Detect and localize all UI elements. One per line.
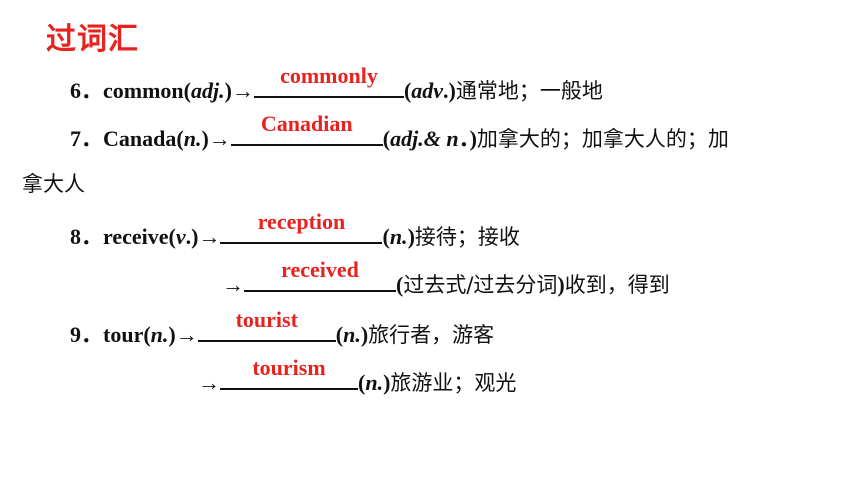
vocab-item-8-second: → received (过去式/过去分词)收到，得到 [222, 257, 670, 299]
answer-blank[interactable]: tourism [220, 355, 358, 390]
arrow: )→ [224, 78, 254, 103]
answer-blank[interactable]: commonly [253, 63, 404, 98]
paren-open: ( [396, 272, 404, 297]
part-of-speech: n. [365, 370, 384, 395]
arrow: .)→ [185, 224, 221, 249]
answer-text: reception [257, 209, 346, 234]
meaning: 通常地；一般地 [455, 79, 603, 103]
paren-open: ( [358, 370, 366, 395]
arrow: → [222, 272, 244, 297]
paren-close: ) [360, 322, 369, 347]
arrow: → [198, 370, 220, 395]
base-word: receive( [103, 224, 176, 249]
paren-close: ) [383, 370, 391, 395]
part-of-speech: adv [411, 78, 444, 103]
vocab-item-8: 8．receive(v.)→ reception (n.)接待；接收 [70, 209, 520, 251]
part-of-speech: adj.& n [390, 126, 459, 151]
meaning-continued: 拿大人 [22, 172, 85, 196]
item-number: 8． [70, 224, 104, 249]
paren-open: ( [382, 126, 391, 151]
vocab-item-6: 6．common(adj.)→ commonly (adv.)通常地；一般地 [70, 63, 603, 105]
meaning: 旅行者，游客 [368, 323, 495, 347]
base-word: tour( [103, 322, 151, 347]
tense-note: 过去式/过去分词 [403, 273, 558, 297]
part-of-speech: v [175, 224, 186, 249]
arrow: )→ [201, 126, 231, 151]
meaning: 接待；接收 [414, 225, 520, 249]
paren-close: ) [407, 224, 415, 249]
part-of-speech: n. [150, 322, 169, 347]
item-number: 6． [70, 78, 104, 103]
item-number: 9． [70, 322, 104, 347]
answer-text: received [281, 257, 359, 282]
paren-close: .) [443, 78, 456, 103]
answer-text: tourist [235, 307, 298, 332]
vocab-item-9-second: → tourism (n.)旅游业；观光 [198, 355, 517, 397]
item-number: 7． [70, 126, 104, 151]
vocab-item-7-continuation: 拿大人 [22, 170, 85, 198]
part-of-speech: n. [343, 322, 361, 347]
vocab-item-9: 9．tour(n.)→tourist(n.)旅行者，游客 [70, 307, 495, 349]
base-word: Canada( [103, 126, 184, 151]
meaning: 加拿大的；加拿大人的；加 [476, 127, 729, 151]
answer-text: tourism [252, 355, 326, 380]
part-of-speech: n. [183, 126, 202, 151]
meaning: 收到，得到 [564, 273, 670, 297]
meaning: 旅游业；观光 [390, 371, 517, 395]
vocab-item-7: 7．Canada(n.)→ Canadian (adj.& n．)加拿大的；加拿大人… [70, 111, 729, 153]
part-of-speech: adj. [191, 78, 225, 103]
answer-blank[interactable]: received [244, 257, 396, 292]
answer-text: commonly [280, 63, 378, 88]
answer-blank[interactable]: Canadian [230, 111, 383, 146]
answer-text: Canadian [260, 111, 353, 136]
paren-close: ．) [458, 126, 477, 151]
base-word: common( [103, 78, 191, 103]
answer-blank[interactable]: tourist [197, 307, 336, 342]
arrow: )→ [168, 322, 198, 347]
part-of-speech: n. [389, 224, 408, 249]
paren-open: ( [335, 322, 344, 347]
paren-close: ) [557, 272, 565, 297]
paren-open: ( [403, 78, 412, 103]
section-title: 过词汇 [46, 22, 139, 57]
answer-blank[interactable]: reception [220, 209, 383, 244]
paren-open: ( [382, 224, 390, 249]
